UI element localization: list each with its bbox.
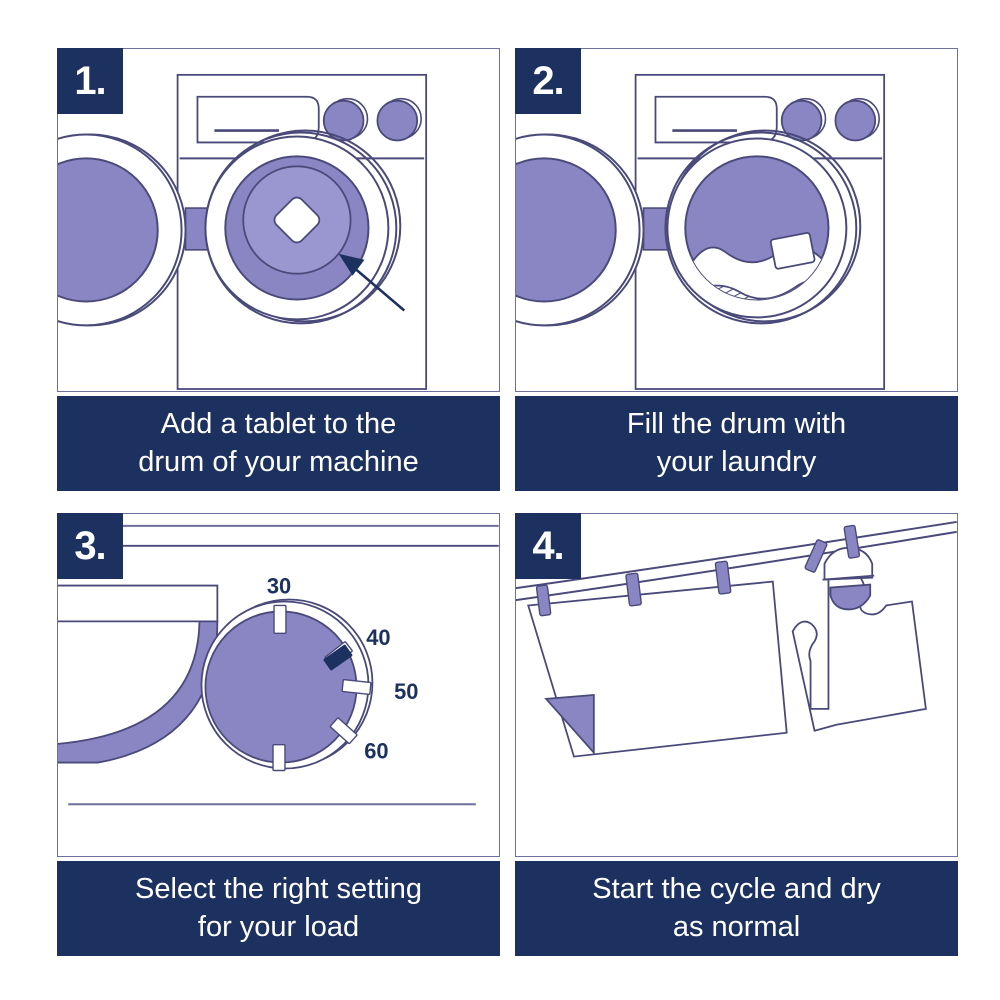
clothespin-2 <box>625 572 642 607</box>
towel-folded-corner <box>544 693 595 755</box>
step-3-number: 3. <box>74 524 106 568</box>
step-3-caption-text: Select the right setting for your load <box>135 873 422 943</box>
dial-label-60: 60 <box>364 739 388 764</box>
laundry-fold-hatched <box>685 279 829 300</box>
open-door-glass <box>58 157 159 303</box>
step-2-caption: Fill the drum with your laundry <box>515 396 958 491</box>
step-1-illustration <box>57 48 500 392</box>
step-4-number: 4. <box>532 524 564 568</box>
drum-ring-outer <box>664 131 858 325</box>
dial-tick-bottom <box>272 743 286 772</box>
clothesline-lower <box>516 520 957 590</box>
control-knob-left <box>322 99 365 142</box>
pointer-arrow-head <box>338 253 365 276</box>
clothespin-5 <box>843 524 861 559</box>
clothespin-4 <box>804 539 828 573</box>
step-3-illustration: 30 40 50 60 <box>57 513 500 857</box>
step-1-caption-text: Add a tablet to the drum of your machine <box>138 408 419 478</box>
detergent-drawer <box>654 95 778 144</box>
control-knob-right <box>834 99 877 142</box>
step-4-caption-text: Start the cycle and dry as normal <box>592 873 881 943</box>
dial-tick-30 <box>273 604 287 634</box>
dial-tick-50 <box>341 679 372 695</box>
step-1-caption: Add a tablet to the drum of your machine <box>57 396 500 491</box>
clothespin-3 <box>714 560 732 595</box>
hanging-towel <box>527 580 788 758</box>
step-3-number-badge: 3. <box>57 513 123 579</box>
dial-pointer <box>323 644 353 671</box>
clothespin-1 <box>535 584 552 617</box>
step-panel-3: 30 40 50 60 3. Select the right setting … <box>57 513 500 956</box>
shirt-hem-line <box>822 574 875 581</box>
control-knob-left <box>780 99 823 142</box>
step-panel-1: 1. Add a tablet to the drum of your mach… <box>57 48 500 491</box>
step-panel-4: 4. Start the cycle and dry as normal <box>515 513 958 956</box>
step-panel-2: 2. Fill the drum with your laundry <box>515 48 958 491</box>
machine-front-edge <box>58 584 219 623</box>
control-knob-right <box>376 99 419 142</box>
step-1-number-badge: 1. <box>57 48 123 114</box>
program-dial <box>204 610 358 764</box>
step-2-caption-text: Fill the drum with your laundry <box>626 408 847 478</box>
drum-curve <box>58 620 219 764</box>
step-2-number-badge: 2. <box>515 48 581 114</box>
dial-tick-60 <box>329 717 358 745</box>
folded-garment <box>769 232 816 270</box>
step-1-number: 1. <box>74 59 106 103</box>
step-3-caption: Select the right setting for your load <box>57 861 500 956</box>
open-door-glass <box>516 157 617 303</box>
dial-label-50: 50 <box>394 679 418 704</box>
step-4-illustration <box>515 513 958 857</box>
step-4-caption: Start the cycle and dry as normal <box>515 861 958 956</box>
step-2-number: 2. <box>532 59 564 103</box>
dial-label-40: 40 <box>366 625 390 650</box>
dial-label-30: 30 <box>267 574 291 599</box>
step-2-illustration <box>515 48 958 392</box>
shirt-pocket <box>829 583 872 611</box>
detergent-tablet <box>273 196 321 244</box>
step-4-number-badge: 4. <box>515 513 581 579</box>
